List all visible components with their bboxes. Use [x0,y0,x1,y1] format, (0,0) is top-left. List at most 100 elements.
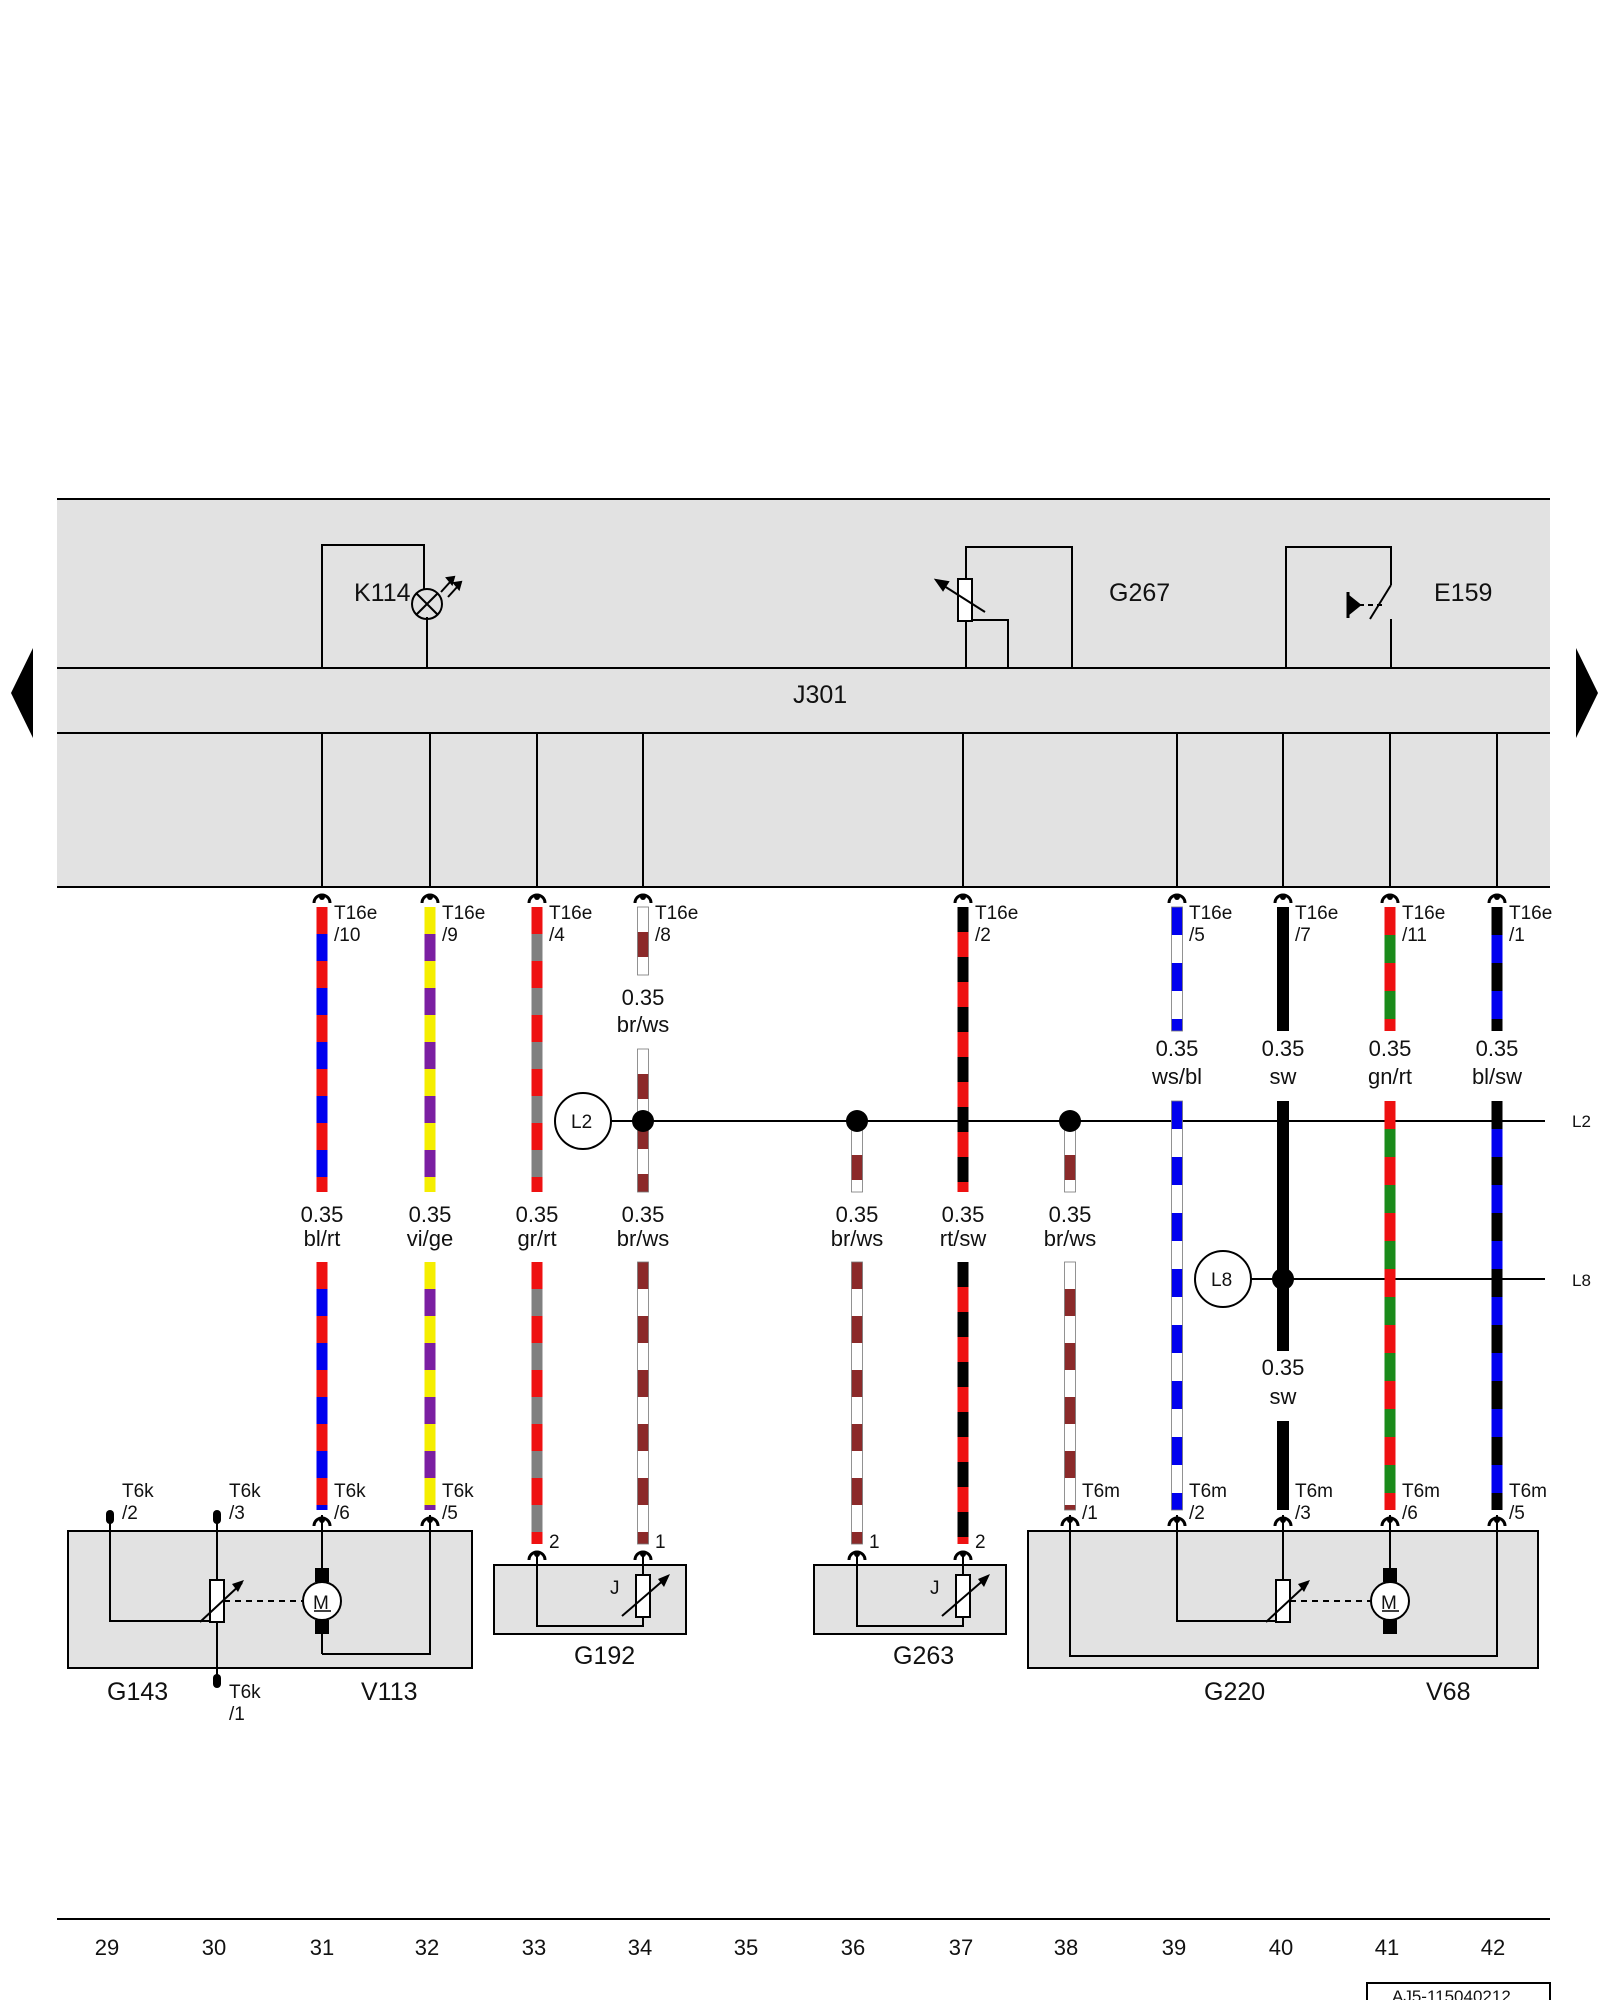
next-page-arrow-icon[interactable] [1576,648,1598,738]
column-number: 34 [628,1935,652,1960]
g143-v113-assembly: M [67,1510,473,1688]
svg-text:L8: L8 [1211,1270,1232,1291]
upper-wire-size: 0.35 [1262,1036,1305,1061]
bottom-pin-sub: /5 [1509,1503,1525,1524]
wire-segment [1064,1129,1076,1193]
column-number: 38 [1054,1935,1078,1960]
g143-pin-3-label: T6k [229,1481,261,1502]
j301-panel [57,499,1550,887]
upper-wire-size: 0.35 [1476,1036,1519,1061]
lower-wire-color: br/ws [831,1226,884,1251]
k114-label: K114 [354,579,411,607]
previous-page-arrow-icon[interactable] [11,648,33,738]
wire-segment [1384,907,1396,1031]
lower-wire-size: 0.35 [516,1202,559,1227]
bottom-pin-sub: /1 [1082,1503,1098,1524]
bottom-pin-label: T6m [1402,1481,1440,1502]
column-number: 40 [1269,1935,1293,1960]
wire-segment [531,1262,543,1544]
bottom-pin-sub: /2 [1189,1503,1205,1524]
variable-resistor-icon [635,1574,651,1618]
variable-resistor-icon [955,1574,971,1618]
upper-wire-size: 0.35 [1156,1036,1199,1061]
junction-dots [632,1110,1294,1290]
g143-label: G143 [107,1678,168,1706]
top-pin-sub: /2 [975,925,991,946]
g263-sensor: J [813,1555,1007,1635]
junction-l8-40 [1272,1268,1294,1290]
bottom-pin-number: 1 [655,1532,666,1553]
v68-label: V68 [1426,1678,1470,1706]
svg-text:M: M [1381,1593,1397,1614]
upper-wire-color: br/ws [617,1012,670,1037]
wire-segment [957,907,969,1192]
lower-wire-size: 0.35 [836,1202,879,1227]
j301-internal-lines [321,733,1498,887]
g143-pin-2-label: T6k [122,1481,154,1502]
wire-segment [957,1262,969,1544]
bottom-pin-sub: /5 [442,1503,458,1524]
motor-icon [1370,1581,1410,1621]
wire-segment [1491,1101,1503,1510]
svg-text:J: J [930,1578,940,1599]
top-pin-sub: /1 [1509,925,1525,946]
wire-segment [316,1262,328,1510]
bottom-pin-number: 2 [549,1532,560,1553]
lower-wire-size: 0.35 [942,1202,985,1227]
upper-wire-color: sw [1270,1064,1297,1089]
reference-code-box: AJ5-115040212 [1366,1982,1551,2000]
bottom-pin-label: T6k [442,1481,474,1502]
top-pin-label: T16e [1189,903,1232,924]
wire-segment [637,906,649,976]
bottom-pin-label: T6m [1189,1481,1227,1502]
g143-pin-2-sub: /2 [122,1503,138,1524]
column-number: 42 [1481,1935,1505,1960]
top-pin-sub: /11 [1402,925,1427,946]
lower-wire-size: 0.35 [301,1202,344,1227]
bottom-pin-number: 2 [975,1532,986,1553]
lower-wire-size: 0.35 [409,1202,452,1227]
g143-pin-3-sub: /3 [229,1503,245,1524]
wire-segment [424,907,436,1192]
top-pin-sub: /5 [1189,925,1205,946]
svg-text:L2: L2 [571,1112,592,1133]
wire-segment [1277,1421,1289,1510]
top-pin-sub: /8 [655,925,671,946]
bottom-pin-sub: /6 [1402,1503,1418,1524]
lower-wire-size: 0.35 [1262,1355,1305,1380]
wire-segment [424,1262,436,1510]
bottom-pin-sub: /6 [334,1503,350,1524]
e159-label: E159 [1434,579,1492,607]
lower-wire-color: vi/ge [407,1226,453,1251]
lower-wire-color: bl/rt [304,1226,341,1251]
wire-segment [1171,906,1183,1032]
bottom-pin-label: T6m [1295,1481,1333,1502]
svg-text:J: J [610,1578,620,1599]
g192-sensor: J [493,1555,687,1635]
wire-segment [1491,907,1503,1031]
upper-wire-color: gn/rt [1368,1064,1412,1089]
lower-wire-color: rt/sw [940,1226,987,1251]
g192-label: G192 [574,1642,635,1670]
lower-wire-color: br/ws [1044,1226,1097,1251]
upper-wire-size: 0.35 [622,985,665,1010]
wire-segment [1384,1101,1396,1510]
column-number: 36 [841,1935,865,1960]
wire-segment [1171,1100,1183,1511]
control-unit-j301: J301 [57,498,1550,888]
lower-wire-size: 0.35 [622,1202,665,1227]
wire-segment [316,907,328,1192]
v113-label: V113 [361,1678,418,1706]
lower-wire-color: br/ws [617,1226,670,1251]
wires: T16e/100.35bl/rtT6k/6T16e/90.35vi/geT6k/… [301,893,1552,1561]
lower-wire-size: 0.35 [1049,1202,1092,1227]
wire-segment [851,1129,863,1193]
